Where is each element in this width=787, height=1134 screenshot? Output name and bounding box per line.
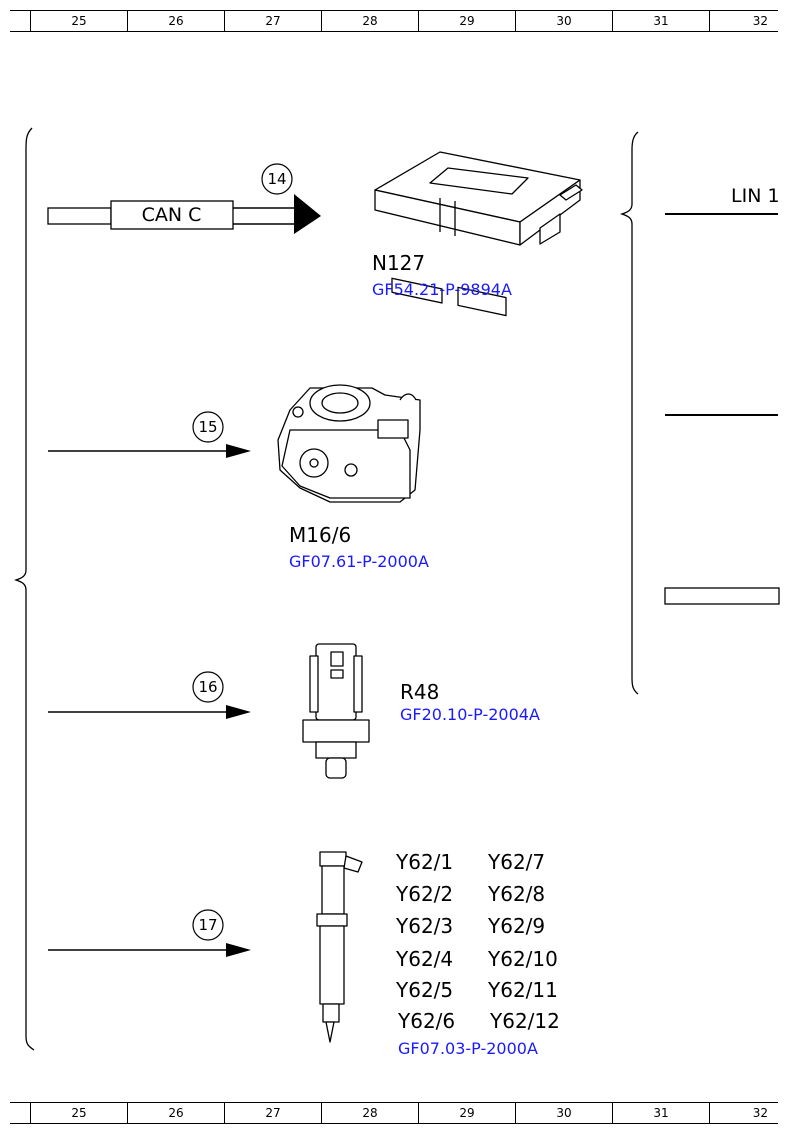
top-grid-ruler: 25 26 27 28 29 30 31 32	[10, 10, 778, 32]
callout-circle-14	[261, 163, 293, 195]
sensor-drawing	[302, 643, 370, 779]
callout-15: 15	[198, 418, 218, 436]
ruler-cell-29: 29	[418, 11, 515, 31]
bus-bar-3	[664, 587, 780, 605]
injector-label: Y62/11	[488, 978, 558, 1002]
arrow-17	[48, 943, 251, 957]
ruler-cell-31: 31	[612, 11, 709, 31]
injector-label: Y62/7	[488, 850, 546, 874]
lin-bus-label: LIN 1	[731, 185, 780, 207]
injector-label: Y62/8	[488, 882, 546, 906]
ruler-cell-26: 26	[127, 11, 224, 31]
callout-circle-17	[192, 909, 224, 941]
injector-label: Y62/10	[488, 947, 558, 971]
injector-label: Y62/9	[488, 914, 546, 938]
component-label-n127: N127	[372, 251, 426, 275]
ruler-cell-26: 26	[127, 1103, 224, 1123]
ruler-cell-30: 30	[515, 11, 612, 31]
reference-link-m16-6[interactable]: GF07.61-P-2000A	[289, 552, 429, 571]
injector-label: Y62/2	[396, 882, 454, 906]
injector-label: Y62/5	[396, 978, 454, 1002]
ruler-cell-31: 31	[612, 1103, 709, 1123]
injector-drawing	[316, 851, 363, 1043]
component-label-m16-6: M16/6	[289, 523, 352, 547]
callout-16: 16	[198, 678, 218, 696]
control-unit-drawing	[374, 151, 583, 317]
injector-label: Y62/12	[490, 1009, 560, 1033]
ruler-cell-29: 29	[418, 1103, 515, 1123]
callout-circle-15	[192, 411, 224, 443]
injector-label: Y62/3	[396, 914, 454, 938]
ruler-cell-32: 32	[709, 1103, 778, 1123]
ruler-cell-27: 27	[224, 11, 321, 31]
left-brace	[13, 127, 35, 1051]
ruler-cell-28: 28	[321, 11, 418, 31]
injector-label: Y62/4	[396, 947, 454, 971]
callout-17: 17	[198, 916, 218, 934]
injector-label: Y62/6	[398, 1009, 456, 1033]
ruler-cell-25: 25	[30, 11, 127, 31]
reference-link-y62[interactable]: GF07.03-P-2000A	[398, 1039, 538, 1058]
arrow-15	[48, 444, 251, 458]
ruler-cell-25: 25	[30, 1103, 127, 1123]
actuator-drawing	[277, 384, 421, 503]
can-bus-arrow	[47, 194, 321, 234]
component-label-r48: R48	[400, 680, 440, 704]
can-bus-label: CAN C	[141, 204, 202, 226]
ruler-cell-30: 30	[515, 1103, 612, 1123]
right-brace	[619, 131, 639, 695]
ruler-cell-28: 28	[321, 1103, 418, 1123]
ruler-cell-27: 27	[224, 1103, 321, 1123]
injector-label: Y62/1	[396, 850, 454, 874]
bottom-grid-ruler: 25 26 27 28 29 30 31 32	[10, 1102, 778, 1124]
arrow-16	[48, 705, 251, 719]
reference-link-n127[interactable]: GF54.21-P-9894A	[372, 280, 512, 299]
reference-link-r48[interactable]: GF20.10-P-2004A	[400, 705, 540, 724]
callout-circle-16	[192, 671, 224, 703]
ruler-cell-32: 32	[709, 11, 778, 31]
callout-14: 14	[267, 170, 287, 188]
